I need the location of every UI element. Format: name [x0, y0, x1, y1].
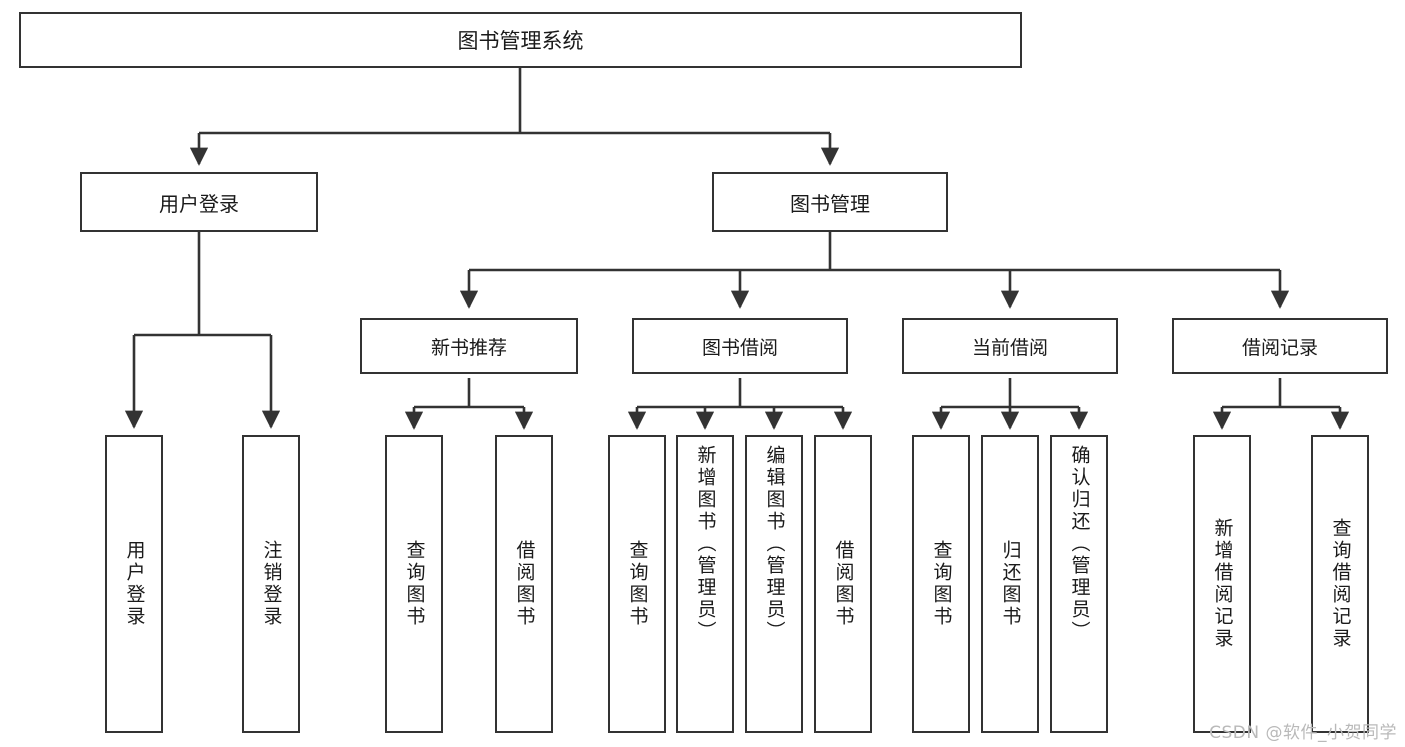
leaf-borrow-books-borrow[interactable]: 借阅图书	[814, 435, 872, 733]
leaf-borrow-books-recommend[interactable]: 借阅图书	[495, 435, 553, 733]
node-user-login[interactable]: 用户登录	[80, 172, 318, 232]
node-label: 归还图书	[999, 540, 1022, 628]
leaf-query-books-recommend[interactable]: 查询图书	[385, 435, 443, 733]
node-label: 借阅图书	[513, 540, 536, 628]
leaf-query-borrow-record[interactable]: 查询借阅记录	[1311, 435, 1369, 733]
node-label: 借阅记录	[1241, 336, 1318, 359]
leaf-query-books-borrow[interactable]: 查询图书	[608, 435, 666, 733]
node-label: 新书推荐	[430, 336, 507, 359]
leaf-confirm-return-admin[interactable]: 确认归还（管理员）	[1050, 435, 1108, 733]
leaf-add-book-admin[interactable]: 新增图书（管理员）	[676, 435, 734, 733]
node-label: 查询图书	[930, 540, 953, 628]
leaf-query-books-current[interactable]: 查询图书	[912, 435, 970, 733]
leaf-add-borrow-record[interactable]: 新增借阅记录	[1193, 435, 1251, 733]
node-label: 查询借阅记录	[1329, 518, 1352, 650]
node-label: 查询图书	[626, 540, 649, 628]
node-book-management[interactable]: 图书管理	[712, 172, 948, 232]
leaf-edit-book-admin[interactable]: 编辑图书（管理员）	[745, 435, 803, 733]
node-label: 新增借阅记录	[1211, 518, 1234, 650]
leaf-logout[interactable]: 注销登录	[242, 435, 300, 733]
node-label: 借阅图书	[832, 540, 855, 628]
node-label: 用户登录	[159, 191, 239, 216]
node-label: 当前借阅	[971, 336, 1048, 359]
leaf-return-books[interactable]: 归还图书	[981, 435, 1039, 733]
node-new-book-recommend[interactable]: 新书推荐	[360, 318, 578, 374]
node-label: 新增图书（管理员）	[694, 445, 717, 643]
node-label: 图书管理	[790, 191, 870, 216]
node-root-system[interactable]: 图书管理系统	[19, 12, 1022, 68]
node-label: 图书借阅	[701, 336, 778, 359]
leaf-user-login[interactable]: 用户登录	[105, 435, 163, 733]
node-book-borrow[interactable]: 图书借阅	[632, 318, 848, 374]
node-current-borrow[interactable]: 当前借阅	[902, 318, 1118, 374]
node-label: 注销登录	[260, 540, 283, 628]
node-label: 确认归还（管理员）	[1068, 445, 1091, 643]
node-label: 查询图书	[403, 540, 426, 628]
node-borrow-record[interactable]: 借阅记录	[1172, 318, 1388, 374]
node-label: 用户登录	[123, 540, 146, 628]
node-label: 图书管理系统	[457, 29, 584, 53]
node-label: 编辑图书（管理员）	[763, 445, 786, 643]
watermark-text: CSDN @软件_小贺同学	[1209, 723, 1397, 743]
